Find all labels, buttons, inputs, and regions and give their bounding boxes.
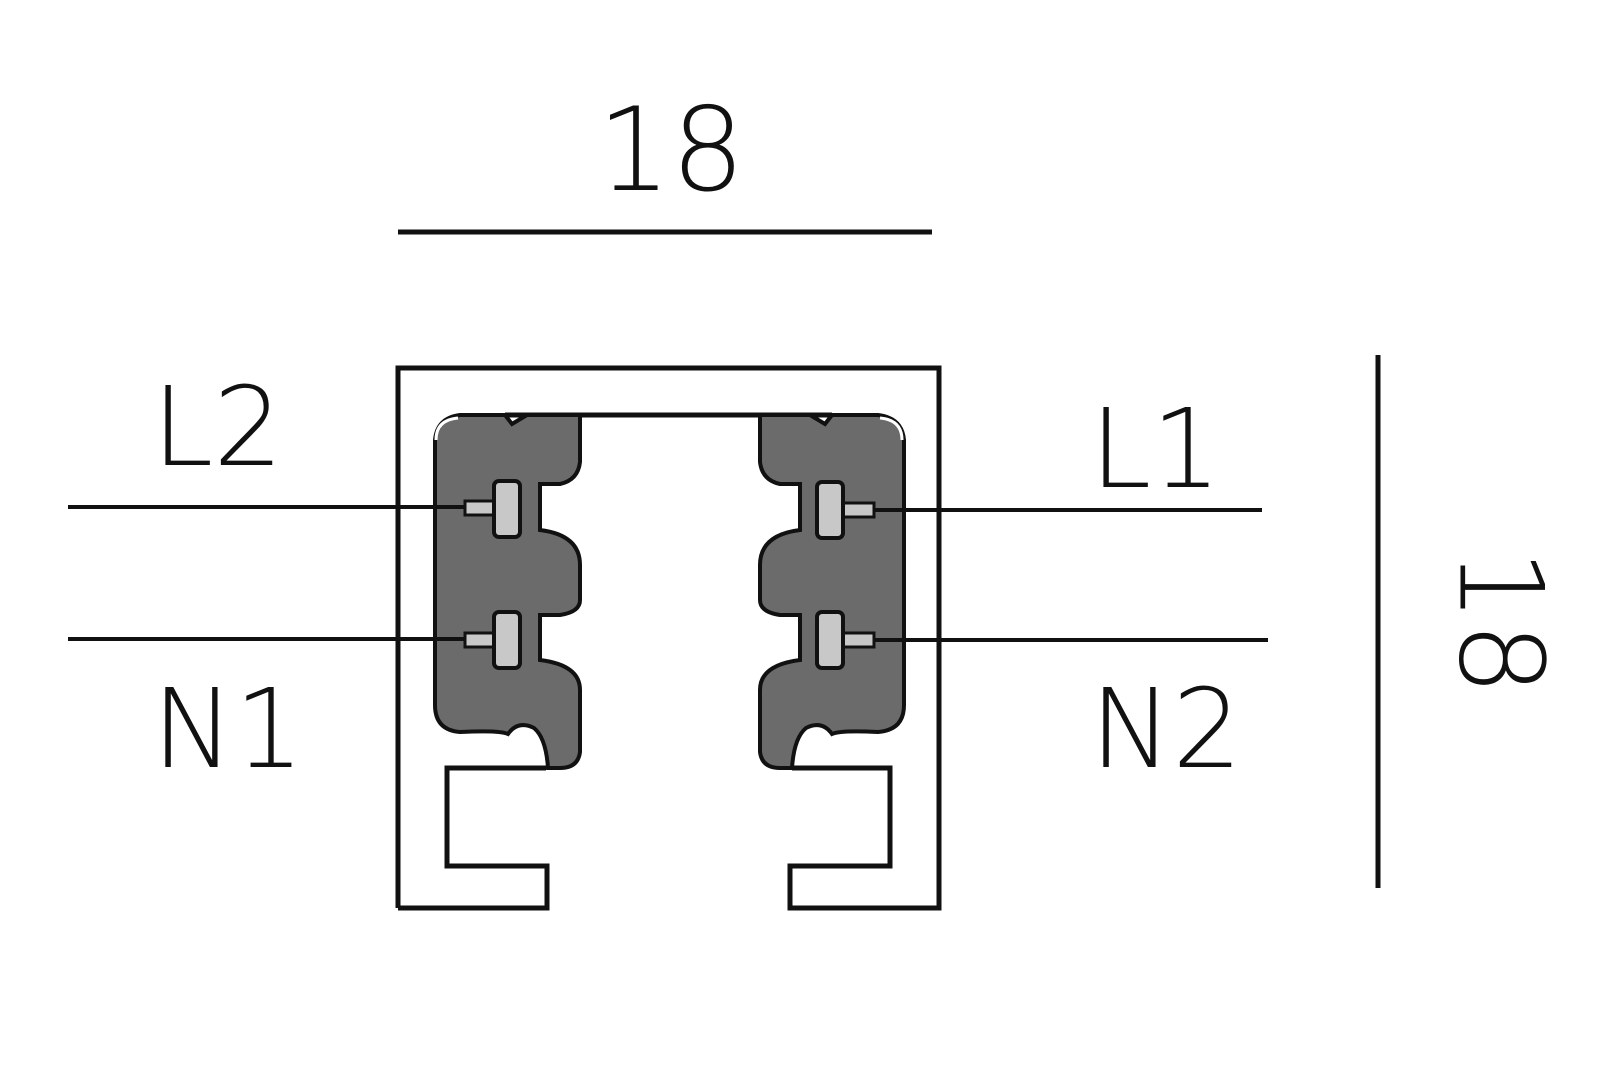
label-n1: N1: [152, 665, 304, 793]
width-dimension: 18: [398, 83, 932, 235]
contact-l2: [463, 479, 522, 539]
height-dimension-label: 18: [1432, 548, 1567, 696]
width-dimension-label: 18: [597, 83, 745, 218]
label-l2: L2: [152, 363, 283, 491]
contact-l1: [815, 480, 876, 540]
label-n2: N2: [1090, 665, 1242, 793]
left-top-corner-accent: [434, 416, 459, 441]
contact-n1: [463, 610, 522, 670]
right-insulator: [758, 413, 906, 770]
track-outer-profile: [395, 365, 942, 911]
left-insulator: [433, 413, 582, 770]
contact-n2: [815, 610, 876, 670]
height-dimension: 18: [1375, 355, 1567, 888]
label-l1: L1: [1090, 385, 1221, 513]
right-top-corner-accent: [879, 416, 904, 441]
